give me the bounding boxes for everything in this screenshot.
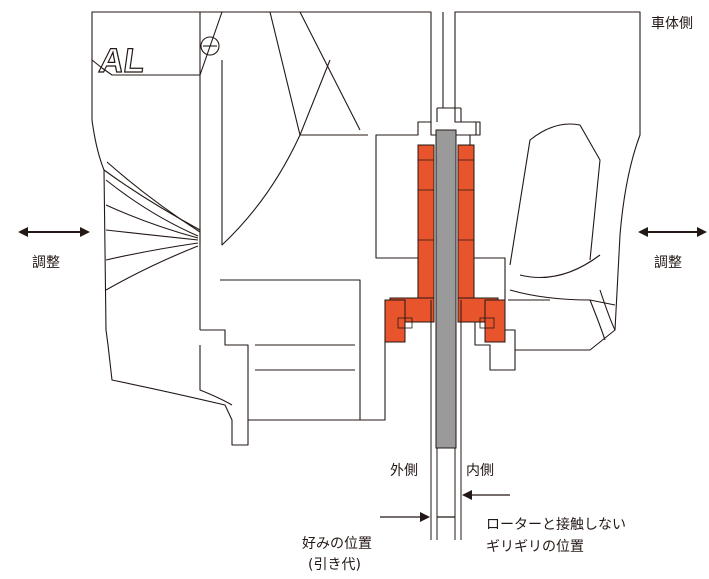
caliper-body-left bbox=[91, 11, 432, 446]
brake-pad-right-block bbox=[484, 299, 506, 343]
adjust-right-label: 調整 bbox=[654, 255, 682, 271]
body-side-label: 車体側 bbox=[651, 16, 693, 32]
caliper-right-fin-2 bbox=[589, 299, 606, 341]
rotor-edge-label-line1: ローターと接触しない bbox=[486, 517, 626, 533]
caliper-left-lower-2 bbox=[199, 345, 233, 406]
brake-pad-left-block bbox=[384, 299, 406, 343]
caliper-right-contour bbox=[509, 123, 601, 266]
caliper-right-rib-2 bbox=[509, 289, 616, 306]
outer-side-label: 外側 bbox=[390, 463, 418, 479]
caliper-right-rib-1 bbox=[519, 254, 601, 278]
caliper-left-rib-2 bbox=[221, 59, 331, 246]
caliper-left-fin-5 bbox=[105, 242, 199, 261]
caliper-logo: AL bbox=[97, 42, 148, 80]
caliper-left-rib-4 bbox=[299, 11, 361, 131]
caliper-right-fin-1 bbox=[599, 289, 616, 331]
caliper-left-edge bbox=[103, 169, 201, 330]
caliper-left-fin-4 bbox=[105, 229, 199, 241]
brake-rotor bbox=[435, 129, 457, 449]
adjust-left-label: 調整 bbox=[32, 255, 60, 271]
caliper-left-contour bbox=[91, 11, 223, 76]
caliper-left-fin-2 bbox=[105, 179, 199, 237]
caliper-left-fin-1 bbox=[106, 161, 201, 233]
preferred-position-label: 好みの位置 bbox=[302, 536, 372, 552]
inner-side-label: 内側 bbox=[466, 463, 494, 479]
brake-pad-right bbox=[457, 144, 475, 306]
bolt-head-icon bbox=[200, 36, 220, 56]
rotor-edge-label-line2: ギリギリの位置 bbox=[486, 539, 584, 555]
brake-pad-left bbox=[417, 144, 435, 306]
caliper-left-rib-3 bbox=[269, 11, 368, 136]
caliper-right-lower bbox=[505, 329, 516, 350]
caliper-left-fin-3 bbox=[105, 204, 199, 239]
allowance-label: (引き代) bbox=[308, 557, 361, 573]
caliper-left-fin-6 bbox=[105, 245, 199, 291]
caliper-body-right bbox=[454, 11, 641, 371]
caliper-left-lower bbox=[200, 329, 249, 420]
caliper-left-step bbox=[220, 279, 361, 300]
